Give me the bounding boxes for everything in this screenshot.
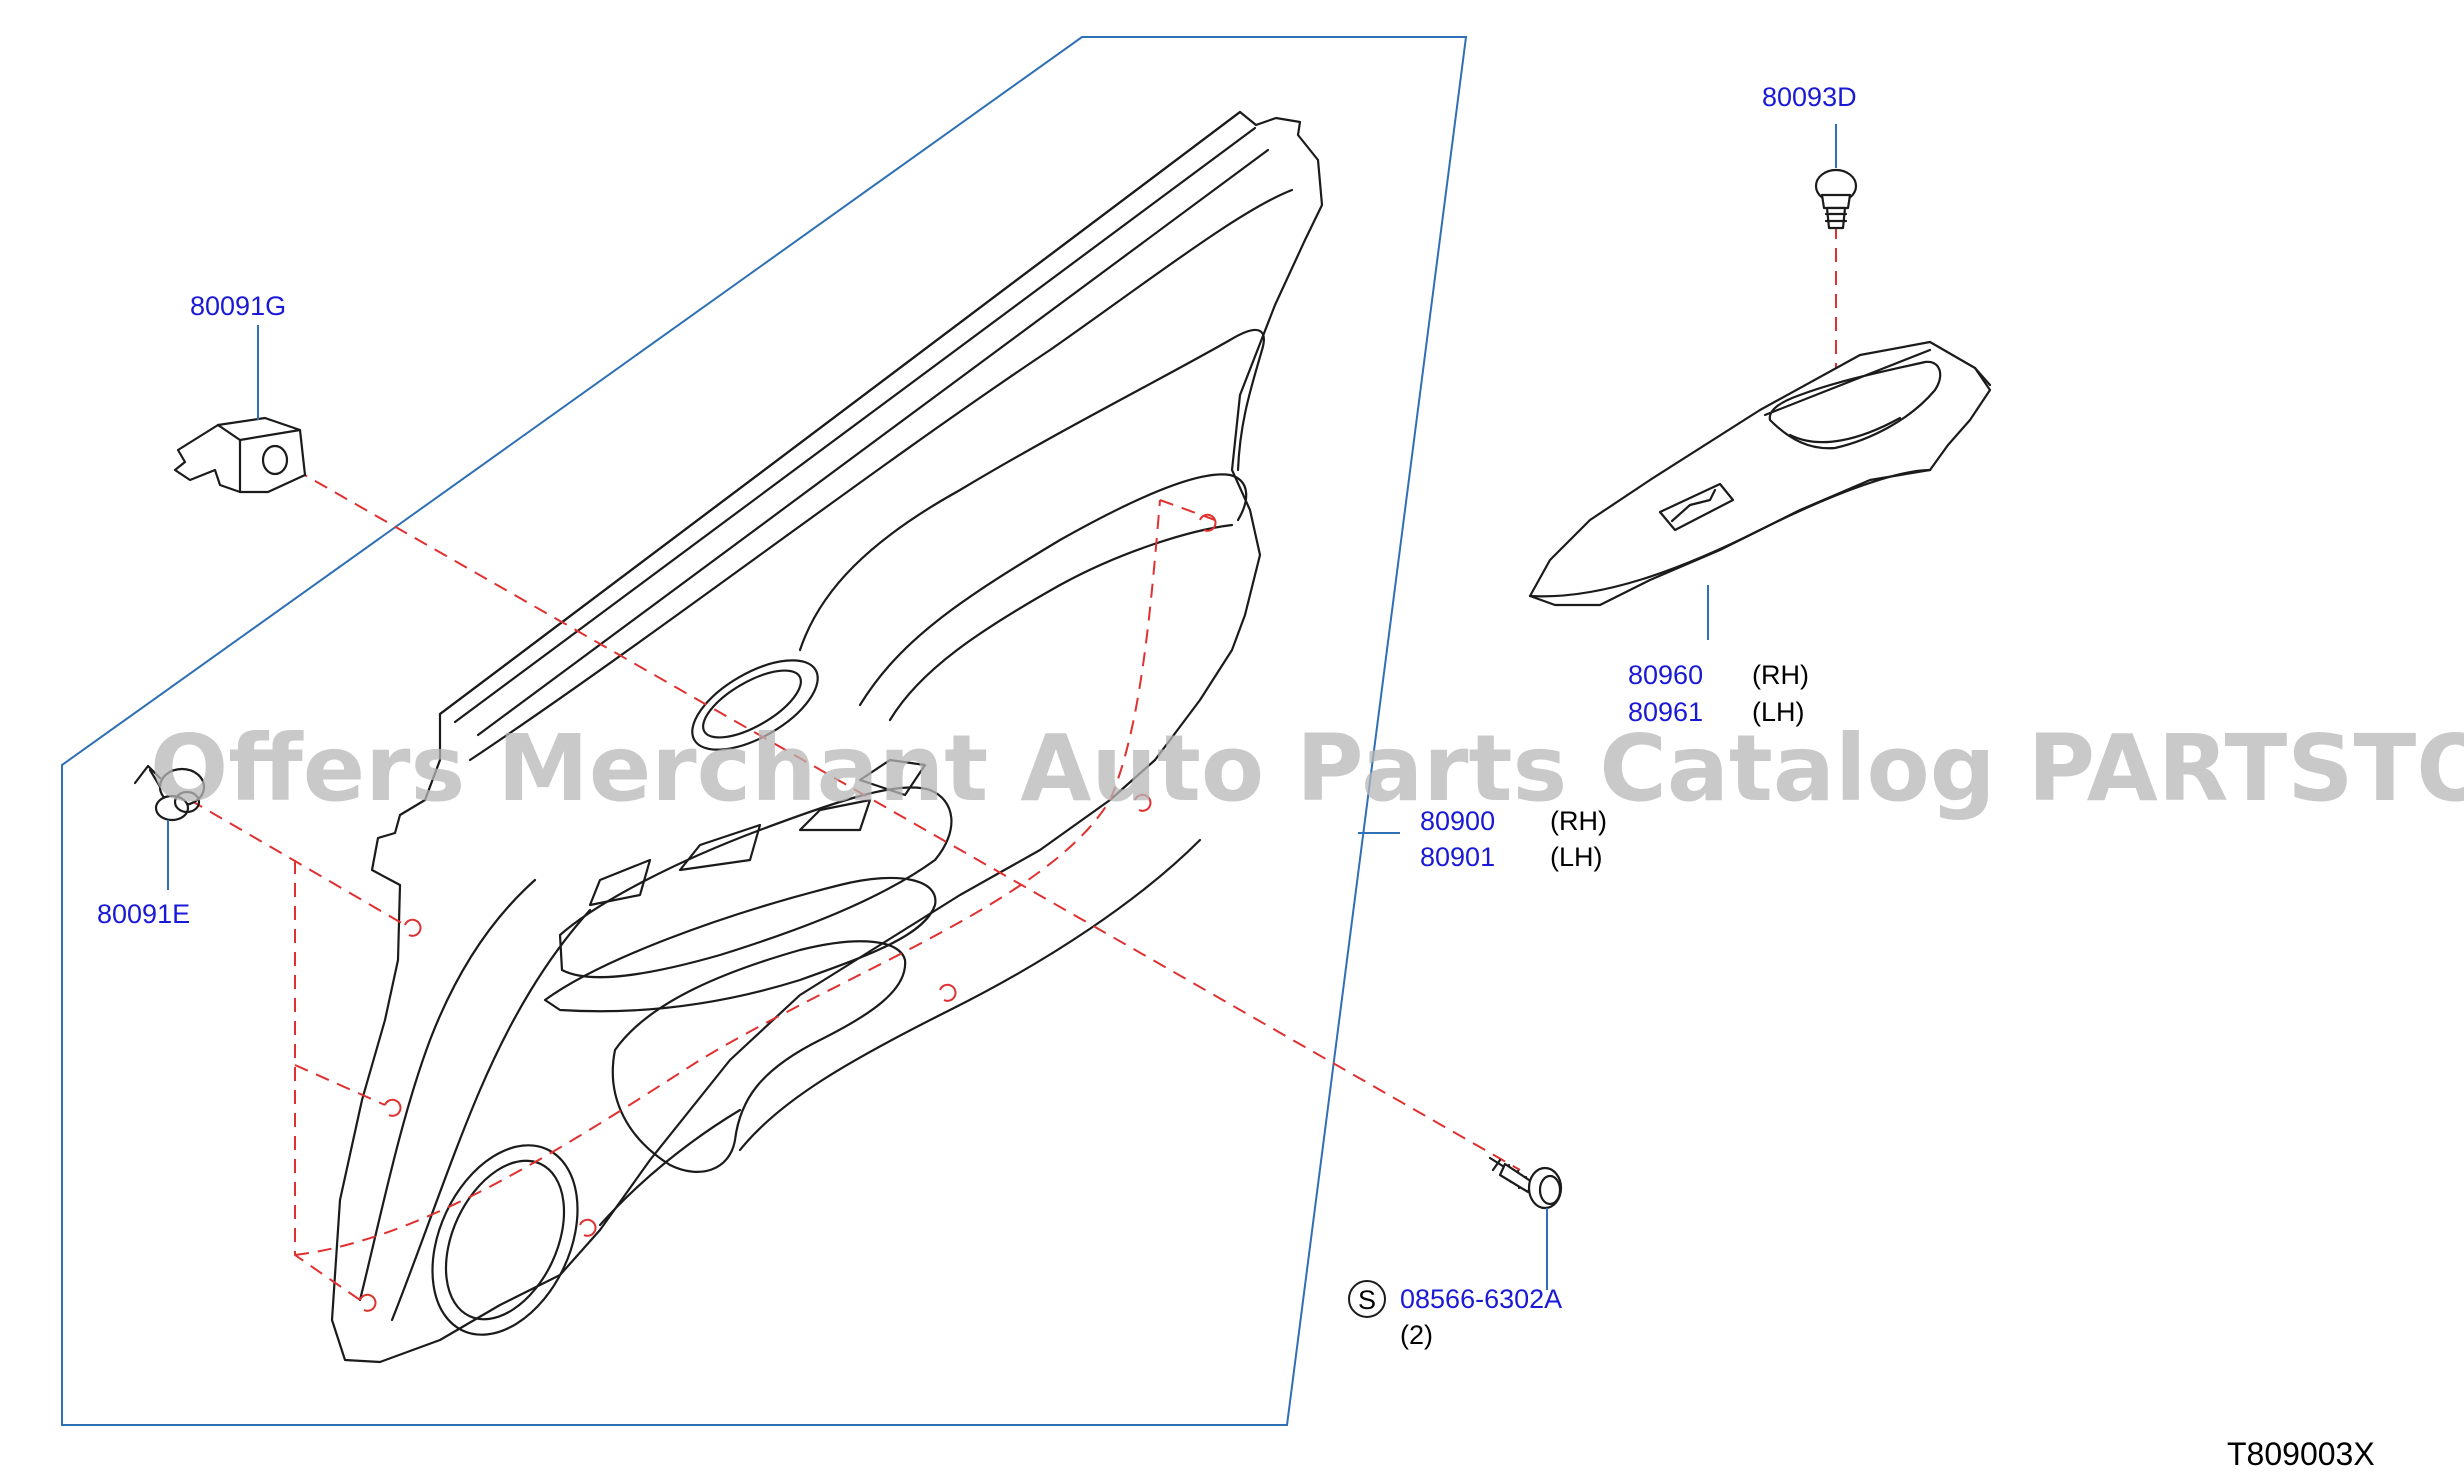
screw-quantity: (2) [1400, 1320, 1433, 1350]
part-number-80960[interactable]: 80960 [1628, 660, 1703, 690]
side-tag-80900: (RH) [1550, 806, 1607, 836]
side-tag-80961: (LH) [1752, 697, 1805, 727]
part-number-80091g[interactable]: 80091G [190, 291, 286, 321]
assembly-frame [61, 36, 1468, 1426]
part-number-80093d[interactable]: 80093D [1762, 82, 1857, 112]
assembly-guide-lines [189, 225, 1837, 1301]
svg-text:S: S [1358, 1285, 1376, 1315]
part-number-80900[interactable]: 80900 [1420, 806, 1495, 836]
drawing-number: T809003X [2227, 1436, 2375, 1472]
standard-part-mark: S [1348, 1280, 1386, 1318]
door-trim-panel-drawing[interactable] [330, 110, 1324, 1364]
part-number-08566-6302a[interactable]: 08566-6302A [1400, 1284, 1562, 1314]
screw-08566-6302a-drawing[interactable] [1488, 1156, 1563, 1210]
part-number-80961[interactable]: 80961 [1628, 697, 1703, 727]
armrest-finisher-drawing[interactable] [1528, 340, 1992, 607]
clip-80091e-drawing[interactable] [133, 764, 206, 822]
part-number-80091e[interactable]: 80091E [97, 899, 190, 929]
watermark-text: Offers Merchant Auto Parts Catalog PARTS… [150, 715, 2464, 822]
part-number-80901[interactable]: 80901 [1420, 842, 1495, 872]
panel-clip-points [359, 513, 1217, 1312]
side-tag-80901: (LH) [1550, 842, 1603, 872]
clip-80091g-drawing[interactable] [173, 416, 307, 494]
clip-80093d-drawing[interactable] [1814, 168, 1858, 230]
side-tag-80960: (RH) [1752, 660, 1809, 690]
